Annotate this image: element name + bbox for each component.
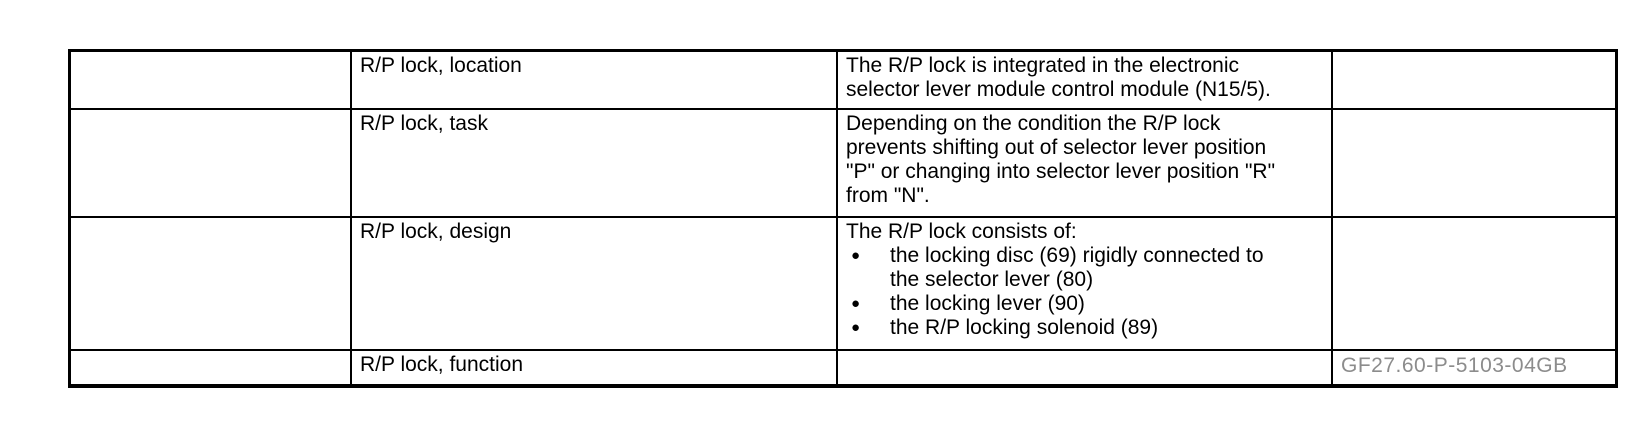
bullet-text: the R/P locking solenoid (89)	[890, 315, 1159, 339]
bullet-icon: ●	[851, 246, 861, 264]
spacer-cell	[68, 107, 352, 218]
description-cell: The R/P lock is integrated in the electr…	[836, 49, 1333, 110]
description-text: Depending on the condition the R/P lock …	[846, 111, 1276, 207]
bullet-icon: ●	[851, 294, 861, 312]
rp-lock-spec-table: R/P lock, location The R/P lock is integ…	[68, 49, 1618, 388]
spacer-cell	[68, 348, 352, 387]
topic-cell: R/P lock, task	[350, 107, 838, 218]
description-text: The R/P lock is integrated in the electr…	[846, 54, 1271, 101]
code-cell	[1331, 215, 1618, 351]
topic-cell: R/P lock, function	[350, 348, 838, 387]
spacer-cell	[68, 49, 352, 110]
description-cell: Depending on the condition the R/P lock …	[836, 107, 1333, 218]
code-cell	[1331, 107, 1618, 218]
topic-label: R/P lock, function	[360, 352, 524, 376]
topic-label: R/P lock, location	[360, 54, 522, 77]
description-cell: The R/P lock consists of: ● the locking …	[836, 215, 1333, 351]
table-row-design: R/P lock, design The R/P lock consists o…	[68, 215, 1618, 351]
document-code: GF27.60-P-5103-04GB	[1341, 353, 1568, 377]
spacer-cell	[68, 215, 352, 351]
code-cell: GF27.60-P-5103-04GB	[1331, 348, 1618, 387]
code-cell	[1331, 49, 1618, 110]
list-item: ● the locking disc (69) rigidly connecte…	[846, 244, 1325, 292]
list-item: ● the locking lever (90)	[846, 292, 1325, 316]
topic-label: R/P lock, design	[360, 219, 512, 243]
table-row-task: R/P lock, task Depending on the conditio…	[68, 107, 1618, 218]
list-item: ● the R/P locking solenoid (89)	[846, 316, 1325, 340]
bullet-icon: ●	[851, 318, 861, 336]
topic-cell: R/P lock, design	[350, 215, 838, 351]
topic-cell: R/P lock, location	[350, 49, 838, 110]
description-intro: The R/P lock consists of:	[846, 219, 1077, 243]
topic-label: R/P lock, task	[360, 111, 488, 135]
description-cell	[836, 348, 1333, 387]
table-row-function: R/P lock, function GF27.60-P-5103-04GB	[68, 348, 1618, 387]
bullet-text: the locking lever (90)	[890, 291, 1085, 315]
design-bullet-list: ● the locking disc (69) rigidly connecte…	[846, 244, 1325, 340]
table-row-location: R/P lock, location The R/P lock is integ…	[68, 49, 1618, 110]
bullet-text: the locking disc (69) rigidly connected …	[890, 243, 1264, 291]
